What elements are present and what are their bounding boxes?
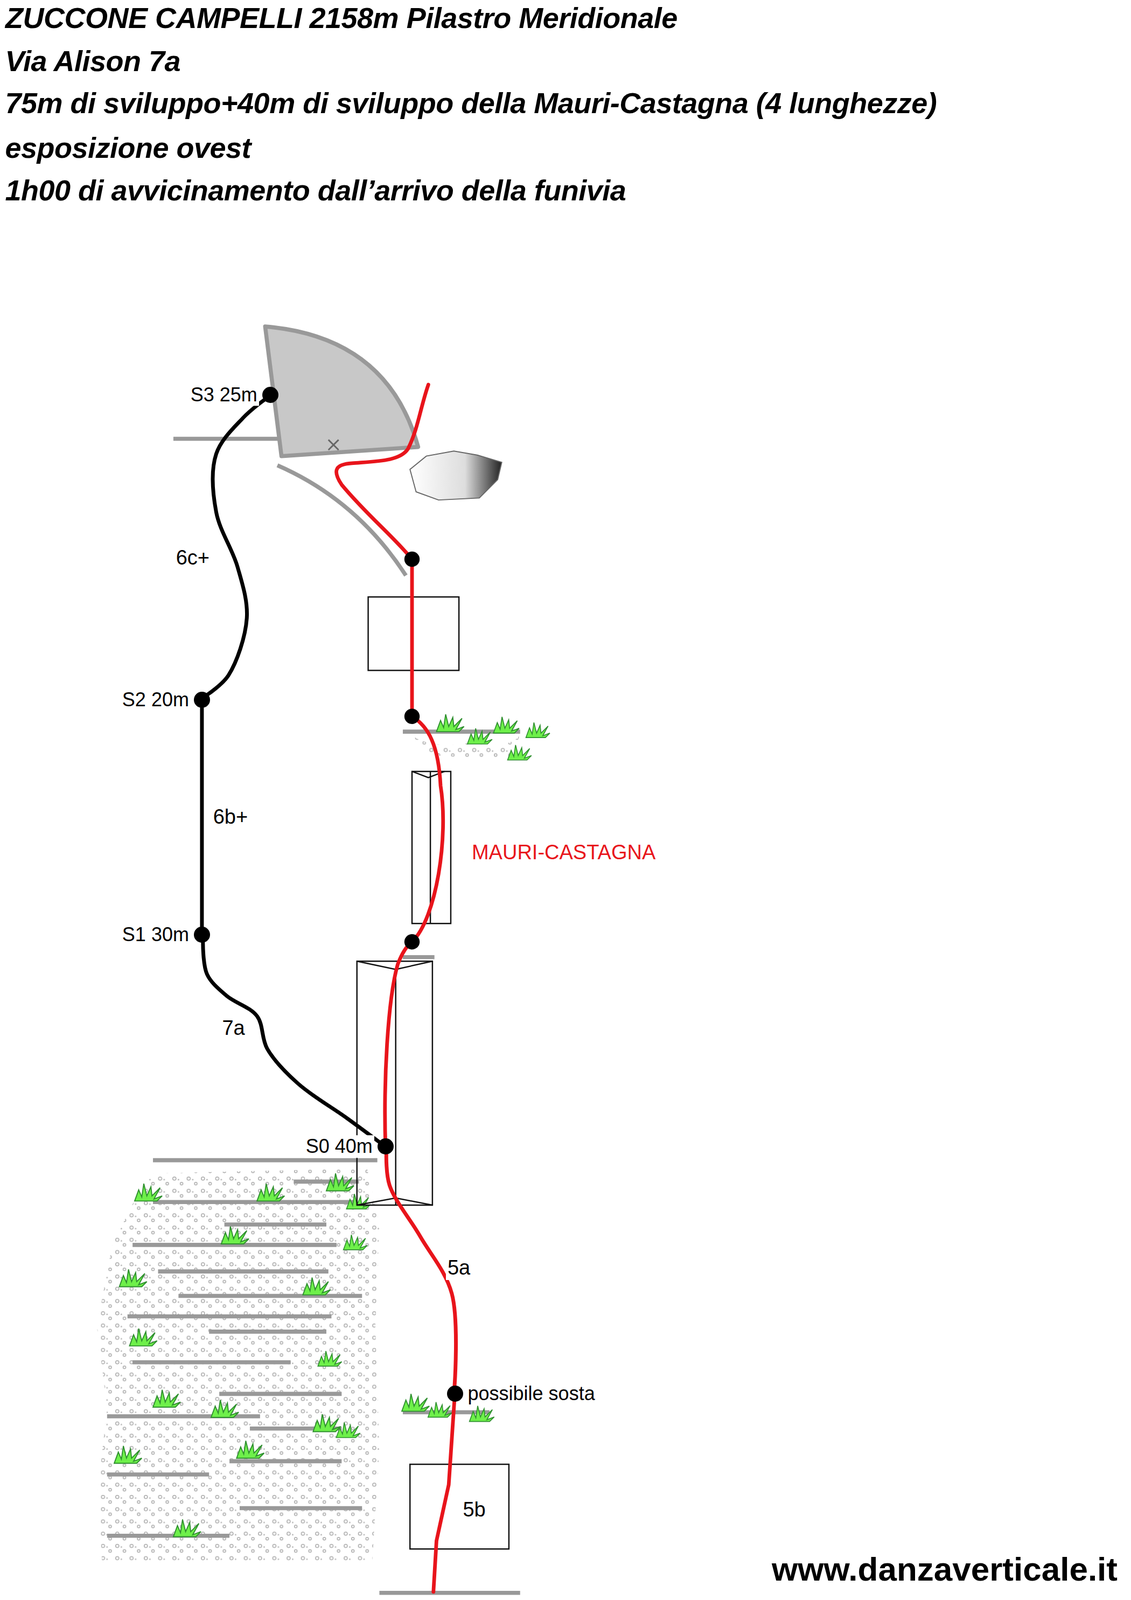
- route-name: MAURI-CASTAGNA: [470, 840, 658, 865]
- website: www.danzaverticale.it: [770, 1549, 1120, 1588]
- roof-overhang: [264, 326, 418, 457]
- route-pitch: [199, 707, 204, 927]
- station-label: S0 40m: [304, 1135, 375, 1158]
- title: ZUCCONE CAMPELLI 2158m Pilastro Meridion…: [5, 2, 678, 34]
- route-pitch: [203, 941, 380, 1142]
- header-line: esposizione ovest: [4, 131, 251, 164]
- mauri-castagna-route: [336, 384, 456, 1592]
- grade-label: 6c+: [174, 546, 212, 570]
- route-pitch: [207, 400, 264, 695]
- belay-station: S1 30m: [193, 926, 211, 943]
- header-line: Via Alison 7a: [4, 45, 181, 78]
- boulder: [409, 450, 502, 500]
- belay-station: S3 25m: [262, 386, 279, 403]
- piton-mark: [328, 439, 339, 450]
- station-label: S3 25m: [189, 383, 260, 406]
- station-label: S2 20m: [120, 688, 191, 711]
- belay-dots: [404, 551, 420, 950]
- station-label: S1 30m: [120, 923, 191, 946]
- belay-station: S2 20m: [193, 691, 211, 708]
- ledge-lines: [107, 438, 521, 1593]
- grade-label: 5b: [461, 1497, 487, 1522]
- station-label: possibile sosta: [466, 1381, 597, 1405]
- grass-tufts: [114, 714, 550, 1537]
- header-line: 75m di sviluppo+40m di sviluppo della Ma…: [4, 87, 937, 120]
- scree-slope: [96, 1168, 380, 1561]
- belay-station: S0 40m: [377, 1138, 394, 1155]
- belay-station: possibile sosta: [447, 1385, 464, 1402]
- header-line: 1h00 di avvicinamento dall’arrivo della …: [4, 174, 626, 207]
- grade-label: 6b+: [211, 805, 250, 829]
- grade-label: 5a: [445, 1255, 472, 1280]
- grade-label: 7a: [220, 1016, 247, 1040]
